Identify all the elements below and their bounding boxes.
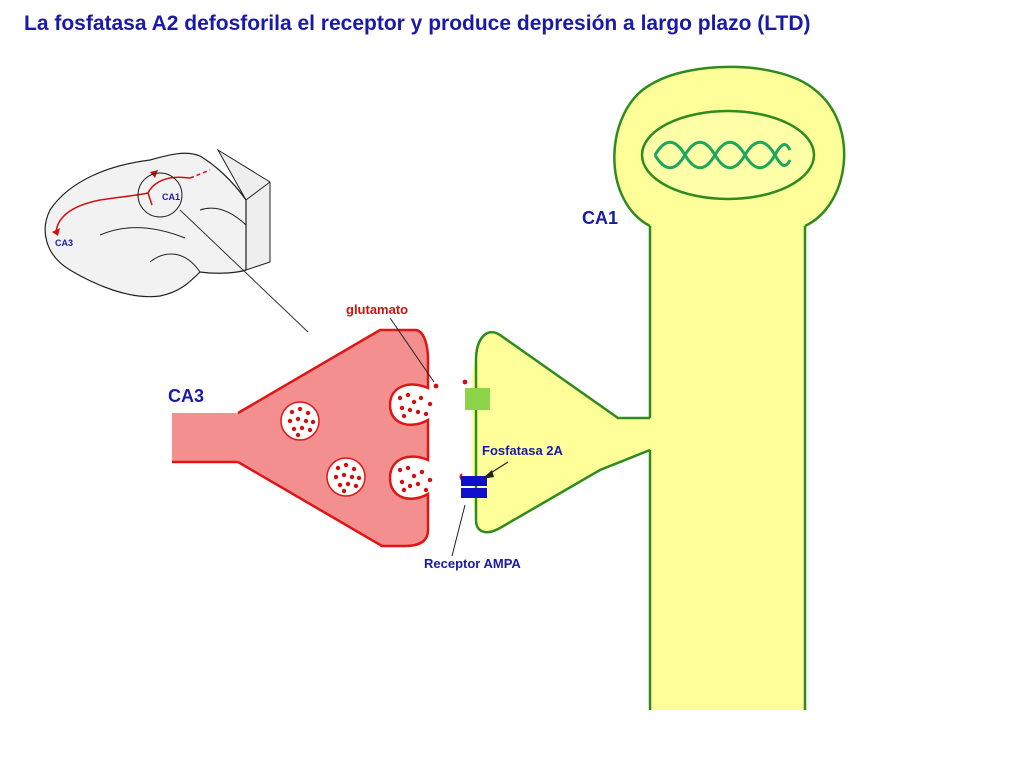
pathway-arrowhead-ca3 bbox=[52, 228, 60, 236]
ampa-receptor-label: Receptor AMPA bbox=[424, 556, 521, 571]
nucleus bbox=[640, 109, 816, 201]
synaptic-vesicle bbox=[280, 401, 320, 441]
glutamate-label: glutamato bbox=[346, 302, 408, 317]
phosphatase-2a-block bbox=[465, 388, 490, 410]
ampa-pointer bbox=[451, 504, 466, 557]
fusing-vesicle bbox=[397, 383, 439, 419]
fusing-vesicle bbox=[397, 465, 433, 493]
synaptic-vesicle bbox=[326, 457, 366, 497]
ca1-label: CA1 bbox=[582, 208, 618, 228]
glutamate-pointer bbox=[389, 317, 435, 383]
brain-inset: CA1 CA3 bbox=[44, 148, 309, 333]
ampa-receptor bbox=[461, 476, 487, 498]
brain-ca3-label: CA3 bbox=[55, 238, 73, 248]
brain-ca1-label: CA1 bbox=[162, 192, 180, 202]
ca3-label: CA3 bbox=[168, 386, 204, 406]
brain-outline bbox=[44, 152, 247, 298]
dna-helix bbox=[653, 140, 792, 170]
magnifier-circle bbox=[137, 172, 183, 218]
presynaptic-terminal bbox=[172, 328, 439, 548]
postsynaptic-spine bbox=[474, 331, 651, 534]
postsynaptic-neuron bbox=[472, 65, 846, 710]
slide-title: La fosfatasa A2 defosforila el receptor … bbox=[24, 12, 811, 35]
postsynaptic-body bbox=[472, 66, 845, 710]
brain-section-slab bbox=[216, 148, 271, 271]
zoom-line bbox=[179, 209, 309, 333]
phosphatase-label: Fosfatasa 2A bbox=[482, 443, 564, 458]
